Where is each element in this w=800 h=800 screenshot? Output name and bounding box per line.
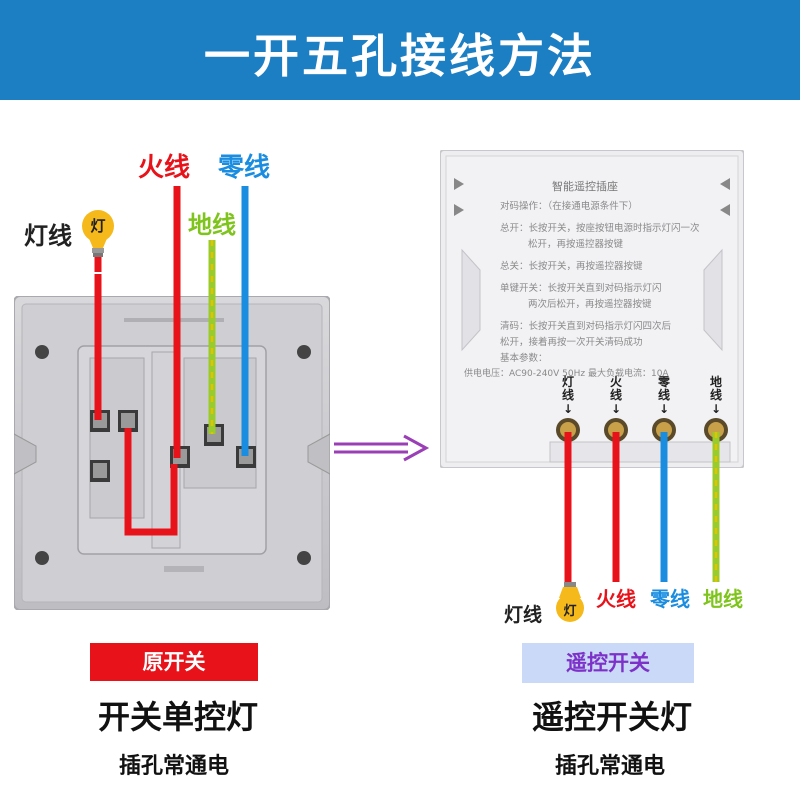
- remote-instruction-2: 松开，再按遥控器按键: [528, 239, 624, 250]
- left-caption: 开关单控灯: [97, 698, 258, 736]
- remote-instruction-3: 总关：长按开关，再按遥控器按键: [500, 261, 643, 272]
- left-neutral-wire-label: 零线: [218, 153, 271, 183]
- terminal-label-live: 火线: [609, 375, 622, 402]
- right-sub-caption: 插孔常通电: [554, 754, 665, 779]
- terminal-label-ground: 地线: [709, 375, 722, 402]
- remote-panel-title: 智能遥控插座: [552, 180, 618, 193]
- left-lamp-wire-label: 灯线: [24, 222, 72, 250]
- right-neutral-wire-label: 零线: [650, 587, 690, 611]
- terminal-arrow-icon: ↓: [563, 402, 574, 416]
- terminal-arrow-icon: ↓: [611, 402, 622, 416]
- remote-instruction-9: 供电电压：AC90-240V 50Hz 最大负载电流：10A: [464, 369, 669, 379]
- right-lamp-wire-label: 灯线: [504, 604, 543, 626]
- remote-instruction-8: 基本参数：: [500, 353, 548, 364]
- original-switch-badge: 原开关: [90, 643, 258, 681]
- left-bulb-icon-text: 灯: [90, 217, 106, 235]
- remote-instruction-5: 两次后松开，再按遥控器按键: [528, 299, 652, 310]
- original-switch-socket-panel: [13, 276, 331, 611]
- right-caption: 遥控开关灯: [531, 698, 692, 736]
- header-banner: 一开五孔接线方法: [0, 0, 800, 100]
- right-live-wire-label: 火线: [596, 587, 636, 611]
- remote-instruction-1: 总开：长按开关，按座按钮电源时指示灯闪一次: [500, 223, 700, 234]
- page-title: 一开五孔接线方法: [204, 29, 596, 83]
- remote-instruction-7: 松开，接着再按一次开关清码成功: [500, 337, 643, 348]
- left-bulb-icon: 灯: [80, 206, 116, 272]
- left-sub-caption: 插孔常通电: [118, 754, 229, 779]
- remote-instruction-4: 单键开关：长按开关直到对码指示灯闪: [500, 283, 662, 294]
- right-ground-wire-label: 地线: [703, 587, 743, 611]
- remote-instruction-0: 对码操作：（在接通电源条件下）: [500, 201, 638, 212]
- terminal-label-neutral: 零线: [657, 375, 670, 402]
- right-bulb-icon-text: 灯: [563, 604, 577, 619]
- remote-instruction-6: 清码：长按开关直到对码指示灯闪四次后: [500, 321, 672, 332]
- remote-socket-panel: 智能遥控插座 对码操作：（在接通电源条件下） 总开：长按开关，按座按钮电源时指示…: [439, 149, 745, 469]
- right-bulb-icon: 灯: [554, 582, 586, 624]
- remote-switch-badge: 遥控开关: [522, 643, 694, 683]
- terminal-arrow-icon: ↓: [711, 402, 722, 416]
- terminal-label-lamp: 灯线: [561, 375, 574, 402]
- terminal-arrow-icon: ↓: [659, 402, 670, 416]
- transition-arrow-icon: [334, 434, 430, 462]
- left-live-wire-label: 火线: [138, 153, 191, 183]
- left-ground-wire-label: 地线: [188, 211, 236, 239]
